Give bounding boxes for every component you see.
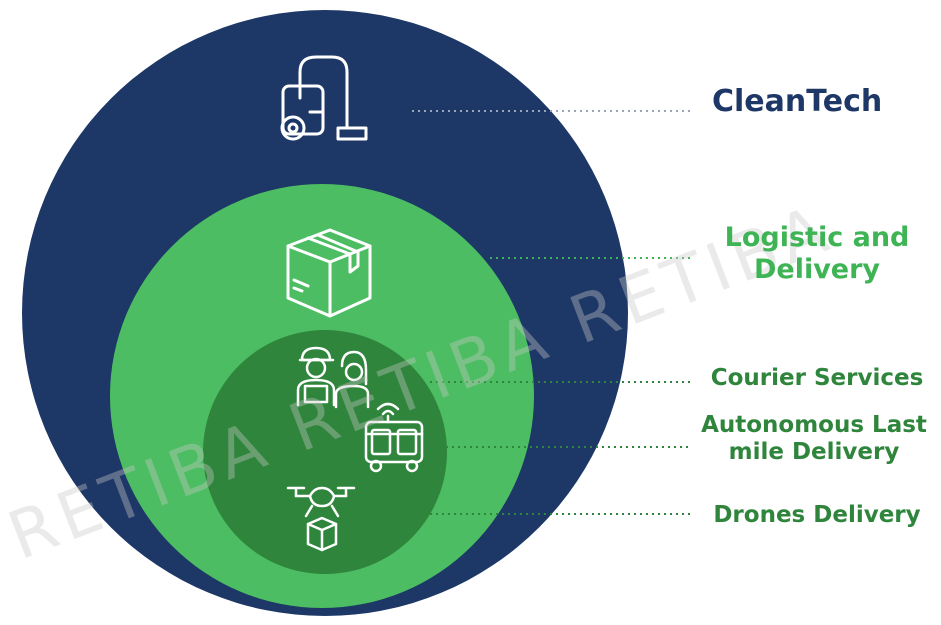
label-autonomous-delivery: Autonomous Last mile Delivery xyxy=(688,412,940,466)
vacuum-cleaner-icon xyxy=(280,55,368,141)
label-cleantech: CleanTech xyxy=(712,84,882,119)
package-box-icon xyxy=(286,228,372,318)
label-autonomous-line-1: Autonomous Last xyxy=(701,412,927,438)
label-courier-services: Courier Services xyxy=(700,365,934,392)
label-logistic-delivery: Logistic and Delivery xyxy=(700,222,934,286)
drone-package-icon xyxy=(286,486,356,552)
label-drones-line-1: Drones Delivery xyxy=(713,502,921,528)
delivery-robot-icon xyxy=(364,402,424,473)
label-drones-delivery: Drones Delivery xyxy=(700,502,934,529)
inner-circle-last-mile xyxy=(203,330,447,574)
label-courier-line-1: Courier Services xyxy=(710,365,924,391)
label-logistic-line-1: Logistic and xyxy=(724,222,910,253)
label-logistic-line-2: Delivery xyxy=(753,253,881,285)
courier-people-icon xyxy=(296,346,370,409)
label-cleantech-line-1: CleanTech xyxy=(712,84,883,119)
label-autonomous-line-2: mile Delivery xyxy=(728,439,900,466)
